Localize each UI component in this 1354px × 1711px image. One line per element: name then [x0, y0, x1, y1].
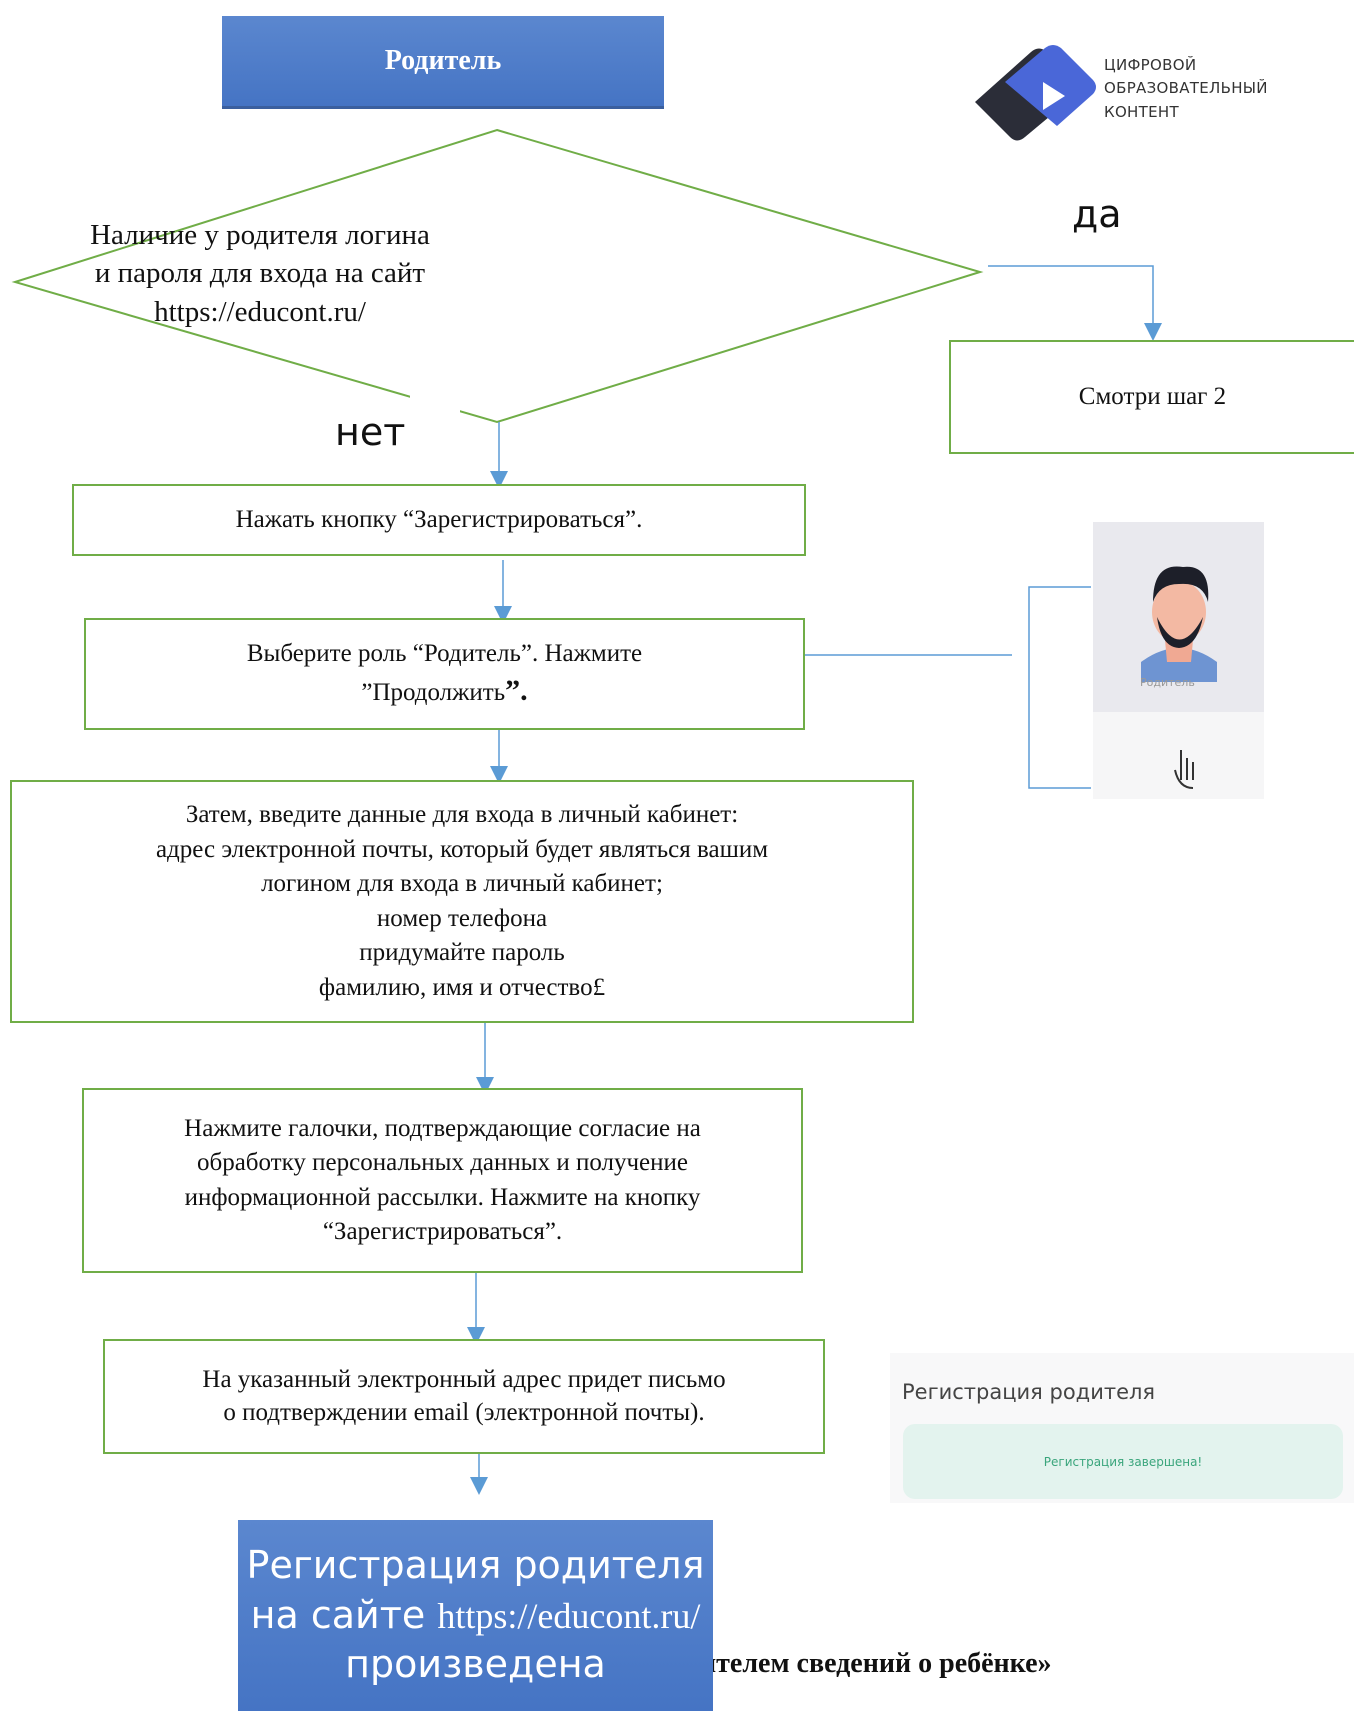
role-card-caption: Родитель	[1140, 676, 1195, 689]
bracket-role-card	[1028, 586, 1091, 789]
step-email-line: о подтверждении email (электронной почты…	[223, 1398, 705, 1426]
registration-success-message: Регистрация завершена!	[1043, 1454, 1203, 1469]
footer-heading: ителем сведений о ребёнке»	[700, 1648, 1052, 1679]
registration-success-panel: Регистрация завершена!	[903, 1424, 1343, 1499]
yes-label: да	[1072, 192, 1122, 236]
logo-line: ЦИФРОВОЙ	[1104, 56, 1197, 74]
step-data-line: адрес электронной почты, который будет я…	[155, 835, 769, 863]
finish-line: на сайте https://educont.ru/	[250, 1592, 701, 1637]
step-data-line: придумайте пароль	[359, 939, 565, 966]
start-label: Родитель	[384, 45, 502, 76]
start-terminal: Родитель	[222, 16, 664, 109]
logo-line: ОБРАЗОВАТЕЛЬНЫЙ	[1104, 79, 1268, 98]
role-card-image	[1093, 522, 1264, 799]
decision-diamond	[11, 128, 984, 424]
step-role-line: ”Продолжить”.	[361, 673, 528, 707]
logo-wordmark: ЦИФРОВОЙ ОБРАЗОВАТЕЛЬНЫЙ КОНТЕНТ	[1104, 54, 1268, 124]
step-register: Нажать кнопку “Зарегистрироваться”.	[72, 484, 806, 556]
decision-url: https://educont.ru/	[154, 295, 366, 328]
logo-mark-icon	[975, 45, 1096, 141]
step-data-line: логином для входа в личный кабинет;	[261, 870, 663, 897]
step-data-line: номер телефона	[376, 904, 548, 932]
step-consent-line: обработку персональных данных и получени…	[196, 1149, 689, 1176]
see-step-2-text: Смотри шаг 2	[1078, 382, 1227, 410]
decision-line: и пароля для входа на сайт	[94, 257, 426, 290]
step-consent-line: Нажмите галочки, подтверждающие согласие…	[184, 1114, 701, 1142]
step-data-line: фамилию, имя и отчество£	[318, 973, 606, 1001]
decision-line: Наличие у родителя логина	[90, 219, 430, 251]
step-consent-line: информационной рассылки. Нажмите на кноп…	[184, 1183, 701, 1211]
step-role-quote: ”.	[505, 673, 528, 707]
registration-screen-title: Регистрация родителя	[902, 1380, 1156, 1404]
finish-terminal: Регистрация родителя на сайте https://ed…	[238, 1520, 713, 1711]
yes-connector	[988, 265, 1162, 341]
step-consent: Нажмите галочки, подтверждающие согласие…	[82, 1088, 803, 1273]
decision-text: Наличие у родителя логина и пароля для в…	[25, 216, 495, 331]
step-register-text: Нажать кнопку “Зарегистрироваться”.	[235, 505, 643, 533]
no-label: нет	[335, 410, 406, 454]
step-enter-data: Затем, введите данные для входа в личный…	[10, 780, 914, 1023]
finish-line: Регистрация родителя	[246, 1543, 705, 1588]
step-email-line: На указанный электронный адрес придет пи…	[202, 1366, 726, 1393]
step-email-confirmation: На указанный электронный адрес придет пи…	[103, 1339, 825, 1454]
step-choose-role: Выберите роль “Родитель”. Нажмите ”Продо…	[84, 618, 805, 730]
label-mask	[410, 392, 460, 414]
step-role-line: Выберите роль “Родитель”. Нажмите	[246, 640, 643, 668]
educont-logo	[965, 42, 1305, 152]
parent-avatar-icon	[1093, 522, 1264, 799]
step-consent-line: “Зарегистрироваться”.	[322, 1218, 563, 1245]
finish-line: произведена	[345, 1642, 606, 1687]
step-data-line: Затем, введите данные для входа в личный…	[185, 801, 739, 828]
finish-url: https://educont.ru/	[437, 1595, 701, 1636]
see-step-2-box: Смотри шаг 2	[949, 340, 1354, 454]
logo-line: КОНТЕНТ	[1104, 102, 1179, 121]
